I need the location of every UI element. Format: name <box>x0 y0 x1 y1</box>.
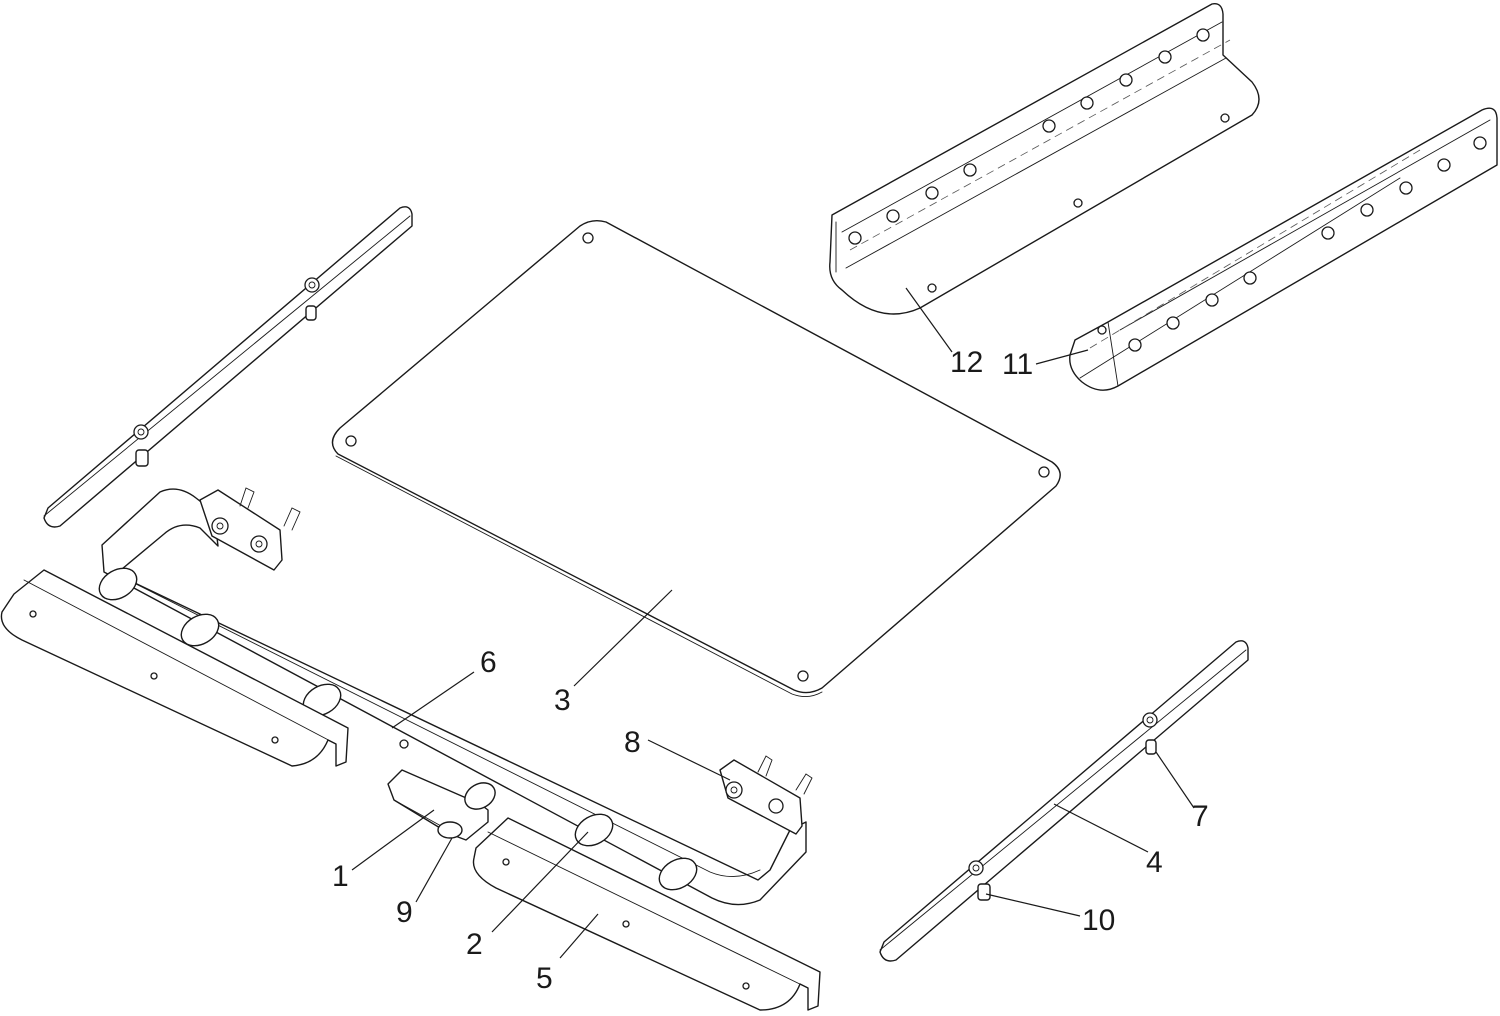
callout-1: 1 <box>332 860 349 893</box>
callout-labels: 1 2 3 4 5 6 7 8 9 10 11 12 <box>332 346 1209 995</box>
part-2-roller-left <box>98 567 342 717</box>
leader-4 <box>1053 803 1149 853</box>
leader-lines <box>351 287 1195 959</box>
part-12-angle-bracket <box>829 3 1260 315</box>
part-8-mounting-block <box>719 755 813 835</box>
callout-10: 10 <box>1082 904 1115 937</box>
part-2-roller-right <box>574 813 698 891</box>
callout-11: 11 <box>1002 348 1033 381</box>
part-4-bar-left <box>43 206 413 528</box>
leader-3 <box>573 589 673 687</box>
part-5-foot-plate-left <box>0 569 349 767</box>
callout-6: 6 <box>480 646 497 679</box>
part-6-frame <box>101 487 807 906</box>
leader-1 <box>351 809 435 871</box>
leader-5 <box>559 913 599 959</box>
leader-10 <box>985 893 1081 917</box>
part-9-screw <box>437 821 463 839</box>
part-11-angle-bracket <box>1069 107 1498 391</box>
leader-8 <box>647 739 731 781</box>
part-4-bar-right <box>879 640 1249 962</box>
leader-7 <box>1155 751 1195 809</box>
callout-8: 8 <box>624 726 641 759</box>
part-3-plate <box>331 219 1061 697</box>
callout-3: 3 <box>554 684 571 717</box>
callout-12: 12 <box>950 346 983 379</box>
part-5-foot-plate-right <box>472 817 821 1011</box>
leader-12 <box>905 287 953 353</box>
leader-11 <box>1035 349 1089 365</box>
leader-2 <box>491 831 589 933</box>
callout-4: 4 <box>1146 846 1163 879</box>
callout-5: 5 <box>536 962 553 995</box>
callout-9: 9 <box>396 896 413 929</box>
leader-6 <box>391 671 475 729</box>
callout-2: 2 <box>466 928 483 961</box>
callout-7: 7 <box>1192 800 1209 833</box>
leader-9 <box>415 837 453 903</box>
